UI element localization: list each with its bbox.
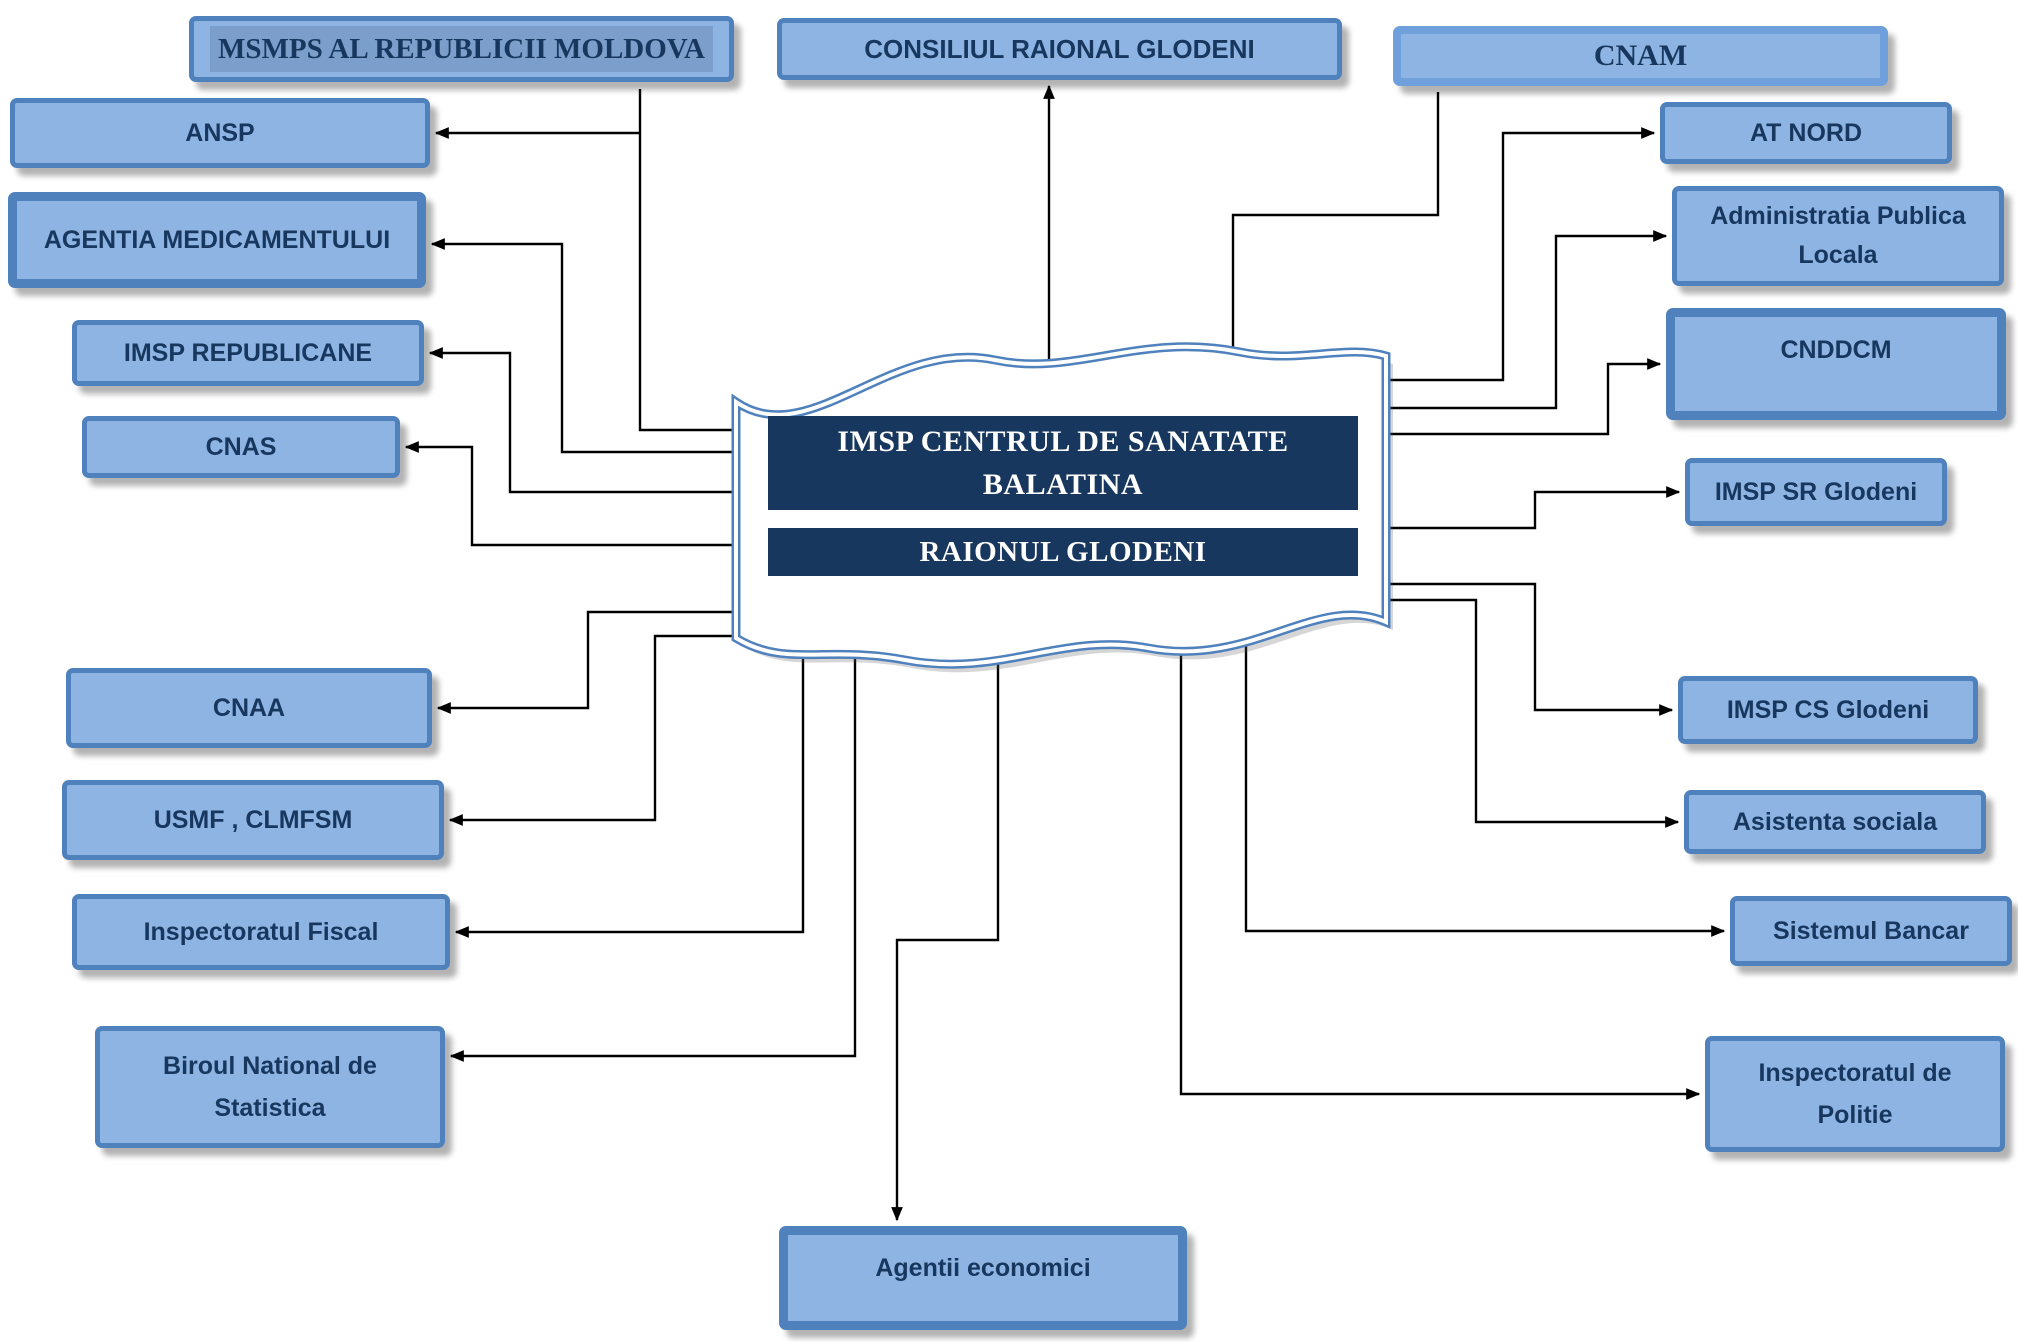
connector-biroul [449, 628, 857, 1062]
connector-usmf [448, 634, 762, 826]
node-imsp-cs-glodeni: IMSP CS Glodeni [1678, 676, 1978, 744]
node-label: AGENTIA MEDICAMENTULUI [43, 225, 391, 254]
connector-at-nord [1380, 127, 1656, 382]
connector-bancar [1244, 610, 1726, 937]
connector-apl [1380, 230, 1668, 410]
node-label: Agentii economici [875, 1254, 1091, 1282]
connector-imsp-cs [1378, 582, 1674, 716]
node-ansp: ANSP [10, 98, 430, 168]
node-cnas: CNAS [82, 416, 400, 478]
node-consiliul: CONSILIUL RAIONAL GLODENI [777, 18, 1342, 80]
node-cnaa: CNAA [66, 668, 432, 748]
node-label: ANSP [185, 118, 255, 147]
node-label: Inspectoratul de Politie [1758, 1058, 1952, 1130]
connector-msmps [638, 89, 745, 432]
node-imsp-republicane: IMSP REPUBLICANE [72, 320, 424, 386]
node-cnddcm: CNDDCM [1666, 308, 2006, 420]
connector-fiscal [454, 628, 805, 938]
connector-agentii [891, 628, 1000, 1222]
connector-politie [1179, 622, 1701, 1100]
connector-cnas [404, 441, 745, 547]
node-usmf-clmfsm: USMF , CLMFSM [62, 780, 444, 860]
node-label: Biroul National de Statistica [163, 1051, 377, 1123]
node-label: CNAM [1593, 38, 1688, 72]
node-biroul-national-statistica: Biroul National de Statistica [95, 1026, 445, 1148]
node-cnam: CNAM [1393, 26, 1888, 86]
node-label: Administratia Publica Locala [1710, 202, 1966, 269]
node-sistemul-bancar: Sistemul Bancar [1730, 896, 2012, 966]
connector-cnddcm [1380, 358, 1662, 436]
node-at-nord: AT NORD [1660, 102, 1952, 164]
center-title: IMSP CENTRUL DE SANATATE BALATINA [768, 416, 1358, 510]
node-label: IMSP CS Glodeni [1726, 695, 1930, 724]
node-imsp-sr-glodeni: IMSP SR Glodeni [1685, 458, 1947, 526]
node-label: CNDDCM [1780, 336, 1892, 364]
node-label: USMF , CLMFSM [153, 805, 353, 834]
connector-imsp-sr [1380, 486, 1681, 530]
center-title-line2: BALATINA [982, 468, 1144, 501]
node-inspectoratul-fiscal: Inspectoratul Fiscal [72, 894, 450, 970]
node-label: Inspectoratul Fiscal [143, 917, 379, 946]
center-title-line1: IMSP CENTRUL DE SANATATE [837, 424, 1289, 458]
connector-agentia [430, 238, 745, 454]
node-agentii-economici: Agentii economici [779, 1226, 1187, 1330]
node-inspectoratul-de-politie: Inspectoratul de Politie [1705, 1036, 2005, 1152]
node-label: Asistenta sociala [1732, 807, 1938, 836]
node-label: Sistemul Bancar [1773, 916, 1969, 945]
connector-cnaa [436, 610, 748, 714]
connector-cnam [1231, 92, 1440, 390]
node-label: IMSP REPUBLICANE [123, 338, 373, 367]
node-label: CNAS [205, 432, 277, 461]
node-msmps: MSMPS AL REPUBLICII MOLDOVA [189, 16, 734, 82]
node-label: MSMPS AL REPUBLICII MOLDOVA [210, 25, 713, 73]
node-label: CNAA [212, 693, 286, 722]
connector-imsp-republicane [428, 347, 745, 494]
connector-asistenta [1376, 598, 1680, 828]
node-label: CONSILIUL RAIONAL GLODENI [864, 33, 1255, 64]
node-asistenta-sociala: Asistenta sociala [1684, 790, 1986, 854]
center-subtitle: RAIONUL GLODENI [768, 528, 1358, 576]
node-agentia-medicamentului: AGENTIA MEDICAMENTULUI [8, 192, 426, 288]
node-label: IMSP SR Glodeni [1714, 477, 1918, 506]
node-administratia-publica-locala: Administratia Publica Locala [1672, 186, 2004, 286]
node-label: AT NORD [1749, 118, 1863, 147]
center-subtitle-text: RAIONUL GLODENI [919, 535, 1207, 568]
